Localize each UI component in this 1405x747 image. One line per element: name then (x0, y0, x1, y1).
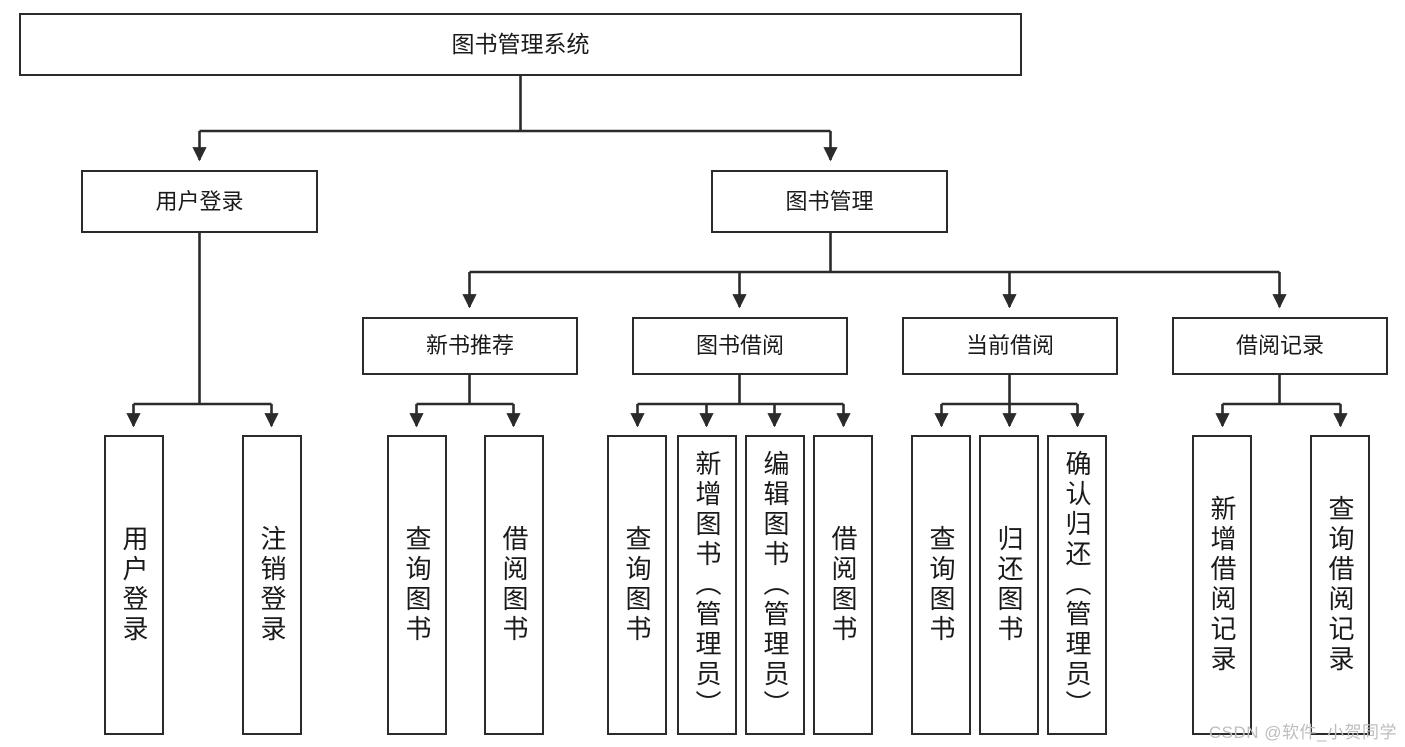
node-label: 新增借阅记录 (1207, 495, 1237, 675)
node-label: 新增图书（管理员） (692, 450, 722, 720)
node-label: 查询图书 (622, 525, 652, 645)
leaf-borrow-borrow-book[interactable]: 借阅图书 (813, 435, 873, 735)
node-label: 注销登录 (257, 525, 287, 645)
csdn-watermark: CSDN @软件_小贺同学 (1208, 723, 1397, 742)
node-label: 借阅图书 (828, 525, 858, 645)
leaf-recommend-borrow-book[interactable]: 借阅图书 (484, 435, 544, 735)
node-label: 确认归还（管理员） (1062, 450, 1092, 720)
node-label: 图书借阅 (695, 333, 784, 359)
node-current-borrow[interactable]: 当前借阅 (902, 317, 1118, 375)
node-book-borrow[interactable]: 图书借阅 (632, 317, 848, 375)
node-label: 查询图书 (926, 525, 956, 645)
node-label: 图书管理 (785, 188, 874, 214)
node-label: 用户登录 (119, 525, 149, 645)
node-label: 查询图书 (402, 525, 432, 645)
node-new-book-recommend[interactable]: 新书推荐 (362, 317, 578, 375)
leaf-current-confirm-return-admin[interactable]: 确认归还（管理员） (1047, 435, 1107, 735)
node-label: 用户登录 (155, 188, 244, 214)
node-borrow-records[interactable]: 借阅记录 (1172, 317, 1388, 375)
node-label: 借阅图书 (499, 525, 529, 645)
leaf-recommend-query-book[interactable]: 查询图书 (387, 435, 447, 735)
node-label: 查询借阅记录 (1325, 495, 1355, 675)
node-label: 图书管理系统 (451, 31, 590, 58)
node-label: 归还图书 (994, 525, 1024, 645)
node-label: 新书推荐 (425, 333, 514, 359)
leaf-user-login-logout[interactable]: 注销登录 (242, 435, 302, 735)
leaf-records-query-record[interactable]: 查询借阅记录 (1310, 435, 1370, 735)
leaf-records-add-record[interactable]: 新增借阅记录 (1192, 435, 1252, 735)
leaf-borrow-add-book-admin[interactable]: 新增图书（管理员） (677, 435, 737, 735)
node-user-login[interactable]: 用户登录 (81, 170, 318, 233)
node-root-book-management-system[interactable]: 图书管理系统 (19, 13, 1022, 76)
node-label: 当前借阅 (965, 333, 1054, 359)
leaf-borrow-edit-book-admin[interactable]: 编辑图书（管理员） (745, 435, 805, 735)
node-book-management[interactable]: 图书管理 (711, 170, 948, 233)
node-label: 编辑图书（管理员） (760, 450, 790, 720)
leaf-user-login-login[interactable]: 用户登录 (104, 435, 164, 735)
leaf-borrow-query-book[interactable]: 查询图书 (607, 435, 667, 735)
leaf-current-return-book[interactable]: 归还图书 (979, 435, 1039, 735)
node-label: 借阅记录 (1235, 333, 1324, 359)
leaf-current-query-book[interactable]: 查询图书 (911, 435, 971, 735)
